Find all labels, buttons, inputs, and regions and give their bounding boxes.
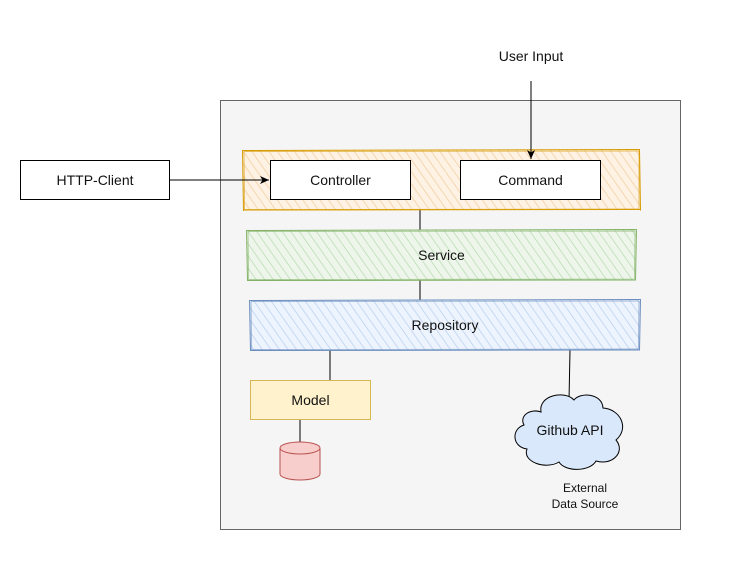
controller-box	[270, 160, 411, 200]
connector-repository-github	[568, 349, 571, 402]
model-box	[250, 380, 371, 420]
service-label: Service	[418, 246, 465, 263]
external-data-source-label: External Data Source	[551, 481, 619, 511]
database-icon	[279, 441, 321, 481]
model-label: Model	[291, 391, 330, 408]
command-label: Command	[498, 171, 563, 188]
http-client-box	[20, 160, 170, 200]
github-api-cloud	[514, 394, 624, 470]
http-client-label: HTTP-Client	[56, 171, 134, 188]
service-layer	[246, 228, 637, 282]
github-api-label: Github API	[536, 421, 604, 438]
repository-label: Repository	[411, 316, 479, 333]
command-box	[460, 160, 601, 200]
controller-label: Controller	[310, 171, 371, 188]
repository-layer	[249, 298, 641, 352]
user-input-label: User Input	[498, 47, 564, 64]
